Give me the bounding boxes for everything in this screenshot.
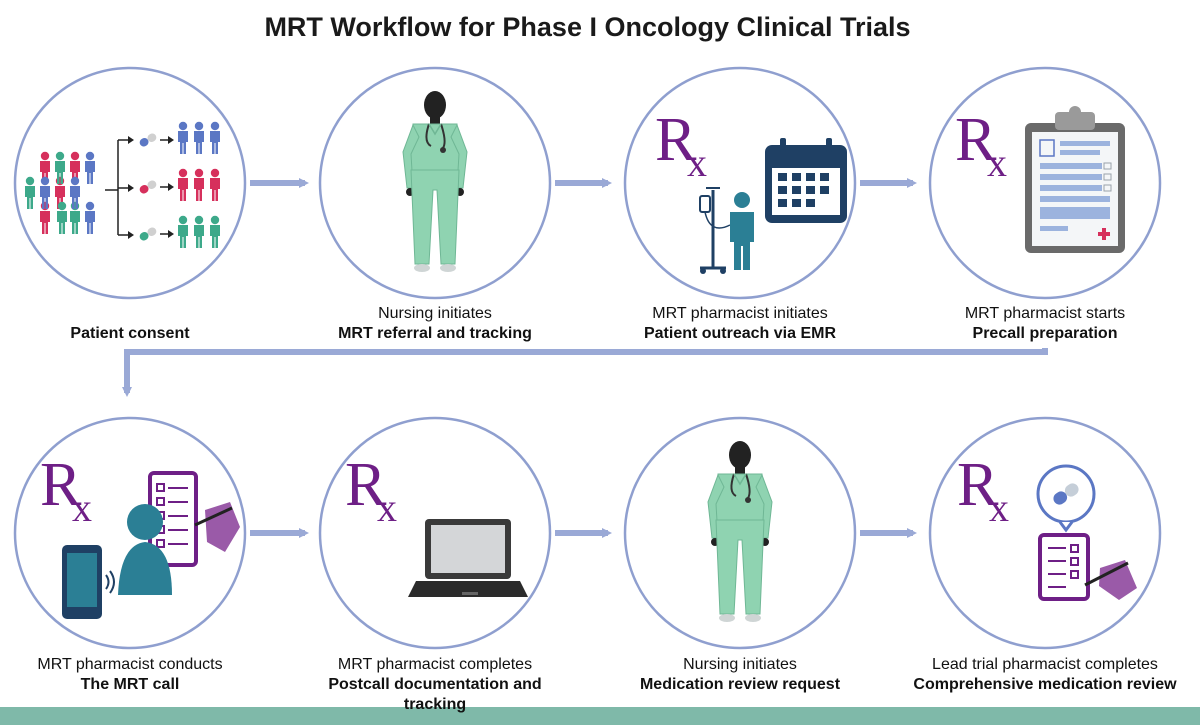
patient-population-icon xyxy=(25,121,220,248)
step-7-caption: Nursing initiates Medication review requ… xyxy=(639,656,841,693)
calendar-iv-icon: R x xyxy=(655,106,847,274)
svg-text:R: R xyxy=(655,106,697,174)
svg-text:R: R xyxy=(345,451,387,519)
step-1-caption: Patient consent xyxy=(70,325,190,342)
step-6-caption: MRT pharmacist completes Postcall docume… xyxy=(328,656,542,713)
diagram-title: MRT Workflow for Phase I Oncology Clinic… xyxy=(264,12,911,42)
svg-text:x: x xyxy=(377,485,397,530)
svg-text:x: x xyxy=(987,140,1007,185)
step-3-caption: MRT pharmacist initiates Patient outreac… xyxy=(643,305,837,342)
checklist-icon xyxy=(148,471,198,567)
step-3-circle xyxy=(623,66,857,300)
svg-text:x: x xyxy=(989,485,1009,530)
iv-patient-icon xyxy=(699,187,754,274)
step-4-caption: MRT pharmacist starts Precall preparatio… xyxy=(964,305,1126,342)
svg-text:R: R xyxy=(955,106,997,174)
clipboard-icon: R x xyxy=(955,106,1125,253)
svg-text:x: x xyxy=(72,485,92,530)
medication-review-icon: R x xyxy=(957,451,1137,601)
phone-call-icon: R x xyxy=(40,451,240,619)
svg-text:R: R xyxy=(40,451,82,519)
laptop-icon: R x xyxy=(345,451,528,597)
step-5-caption: MRT pharmacist conducts The MRT call xyxy=(37,656,223,693)
svg-text:x: x xyxy=(687,140,707,185)
footer-band xyxy=(0,707,1200,725)
step-8-caption: Lead trial pharmacist completes Comprehe… xyxy=(913,656,1177,693)
arrow-4-5 xyxy=(122,348,1048,397)
step-1-circle xyxy=(13,66,247,300)
svg-text:R: R xyxy=(957,451,999,519)
calendar-icon xyxy=(765,138,847,223)
step-2-caption: Nursing initiates MRT referral and track… xyxy=(338,305,532,342)
